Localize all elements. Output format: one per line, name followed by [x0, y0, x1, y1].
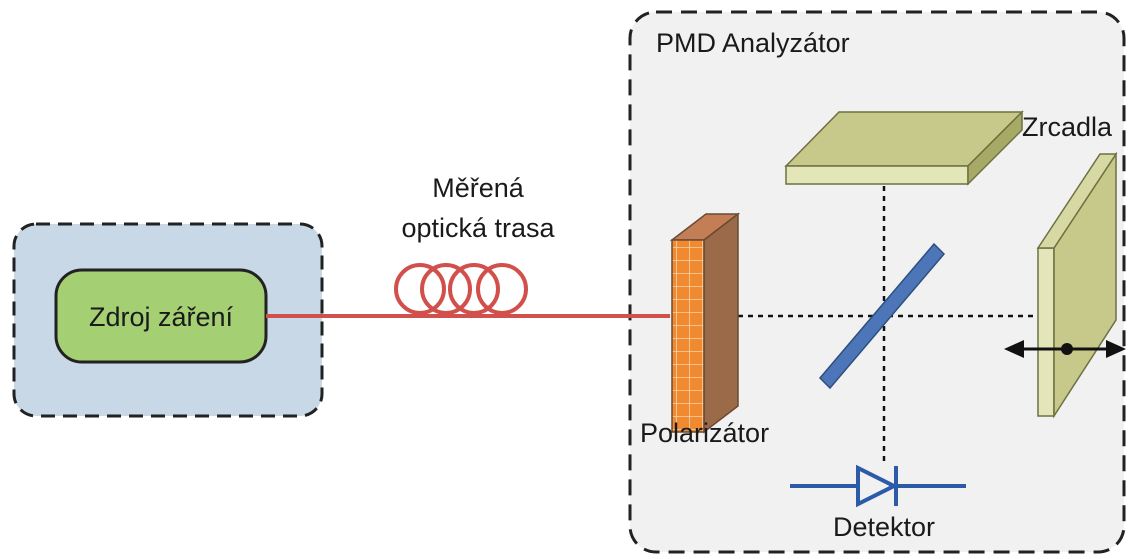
fiber-label-line1: Měřená [432, 173, 525, 203]
analyzer-title: PMD Analyzátor [656, 28, 850, 58]
fiber-coil [394, 263, 528, 315]
top-mirror [784, 110, 1024, 186]
beam-splitter [818, 242, 946, 390]
polarizer [669, 212, 741, 434]
polarizer-label: Polarizátor [640, 418, 769, 448]
beam-paths [738, 186, 1036, 462]
detector-diode [790, 464, 966, 508]
fiber-label-line2: optická trasa [401, 213, 555, 243]
detector-label: Detektor [833, 512, 935, 542]
mirrors-label: Zrcadla [1022, 112, 1113, 142]
movement-arrow [1004, 340, 1126, 358]
source-box-label: Zdroj záření [89, 302, 234, 332]
